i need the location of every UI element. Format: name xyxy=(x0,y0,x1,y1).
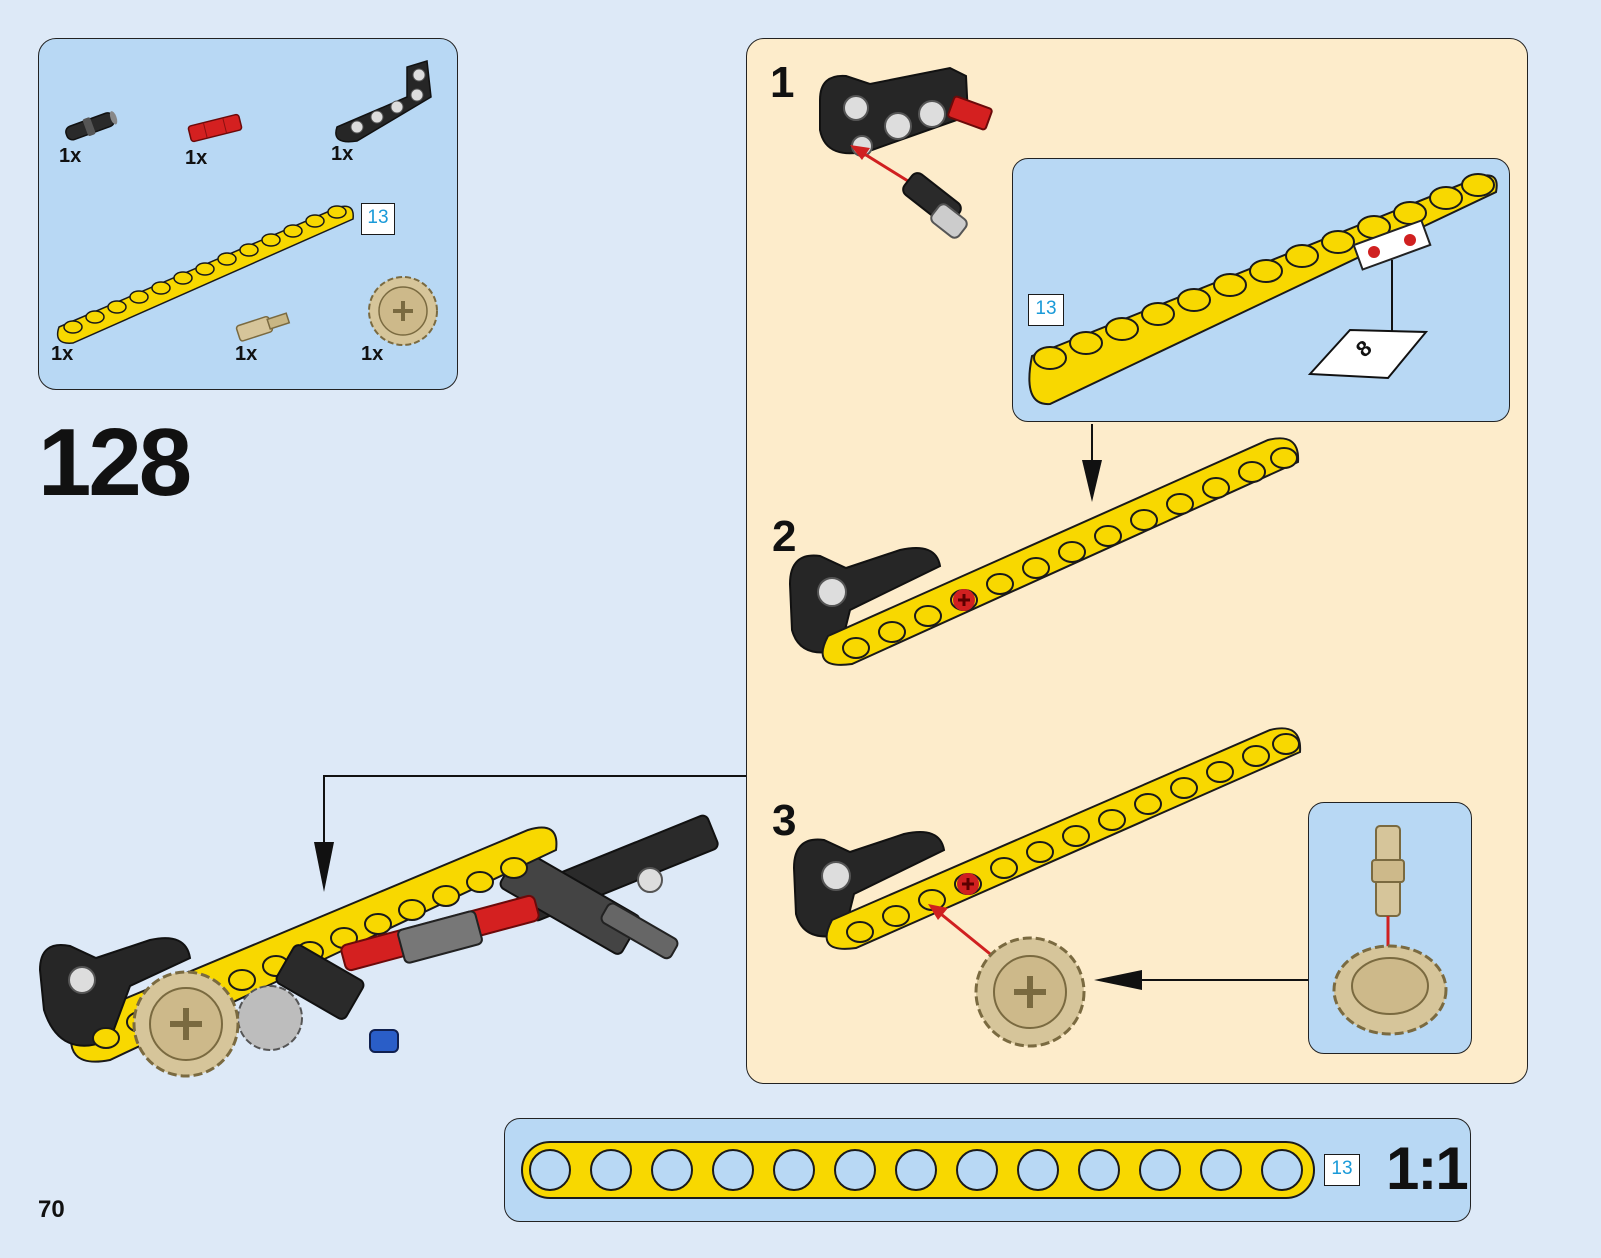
scale-label: 1:1 xyxy=(1386,1134,1467,1203)
page-number: 70 xyxy=(38,1196,65,1224)
ruler-length-badge: 13 xyxy=(1324,1154,1360,1186)
